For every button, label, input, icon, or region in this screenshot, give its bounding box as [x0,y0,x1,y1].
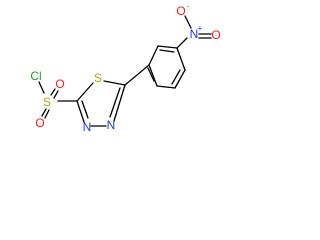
bond-benzene-1 [148,45,159,66]
bonds [38,15,212,127]
bond-s-o-top-2 [53,90,59,99]
bond-c5-s1 [103,80,126,86]
bond-n4-c5 [113,84,126,122]
bond-aryl-ring [124,64,150,86]
molecule-canvas: Cl S O O S N N N + O - O [0,0,242,157]
bond-benzene-2 [157,45,178,49]
bond-s-cl [38,81,45,94]
bond-nitro-o-top [184,15,192,29]
sulfonyl-oxygen-bottom-label: O [35,116,44,130]
bond-s1-c2 [76,82,94,102]
ring-sulfur-label: S [94,71,102,85]
bond-benzene-3 [176,47,186,71]
nitro-nitrogen-label: N [190,27,199,41]
bond-s-o-bottom-2 [44,109,50,119]
bond-benzene-2-inner [159,49,175,53]
bond-c2-n3-inner [81,100,89,119]
ring-nitrogen-4-label: N [107,118,116,132]
bond-benzene-6-inner [147,67,155,82]
atom-labels: Cl S O O S N N N + O - O [30,2,220,134]
nitro-oxygen-top-charge: - [187,2,190,11]
bond-benzene-6 [148,64,158,87]
bond-s-o-bottom-1 [41,108,47,117]
nitro-oxygen-top-label: O [176,4,185,18]
bond-s-o-top-1 [50,88,56,96]
bond-c2-n3 [76,100,85,123]
sulfonyl-sulfur-label: S [43,95,51,109]
ring-nitrogen-3-label: N [83,120,92,134]
nitro-oxygen-right-label: O [211,28,220,42]
bond-n4-c5-inner [109,87,121,118]
bond-aryl-nitro-n [176,37,188,49]
bond-benzene-4 [174,69,186,89]
bond-benzene-4-inner [171,69,181,85]
chemical-structure-diagram: Cl S O O S N N N + O - O [30,2,220,134]
nitro-nitrogen-charge: + [198,24,203,33]
chlorine-atom-label: Cl [30,69,41,83]
bond-benzene-5 [156,85,176,89]
sulfonyl-oxygen-top-label: O [55,77,64,91]
